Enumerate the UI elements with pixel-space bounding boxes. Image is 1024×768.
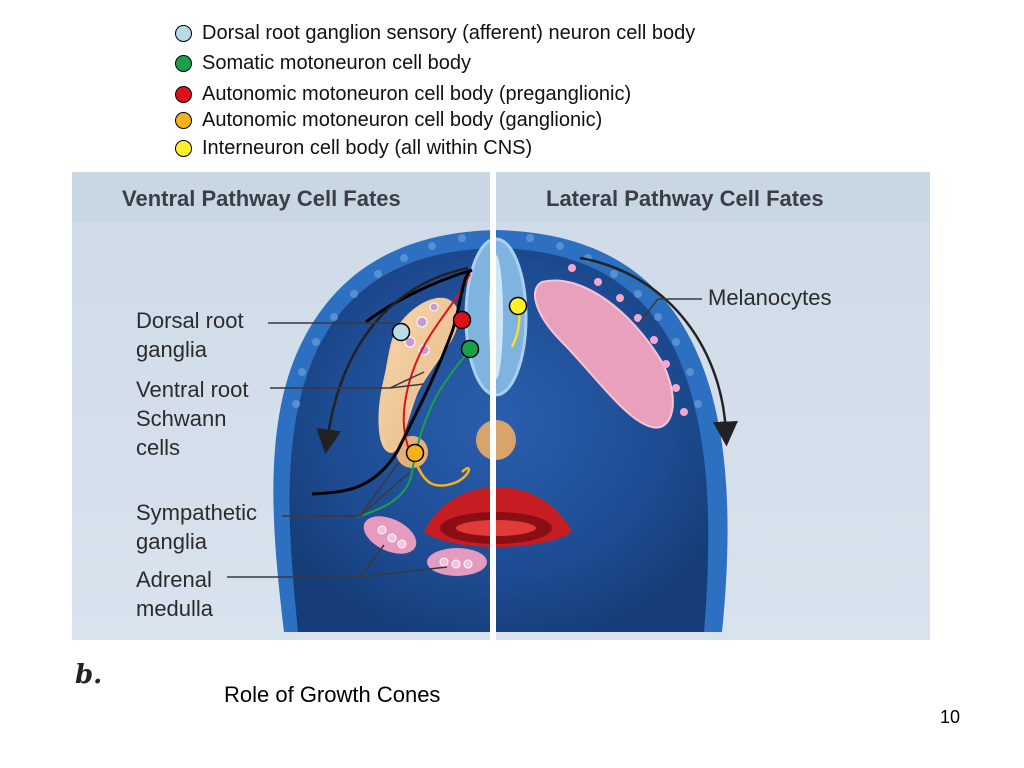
light-blue-dot-icon bbox=[175, 24, 192, 42]
ventral-panel-title: Ventral Pathway Cell Fates bbox=[122, 186, 401, 211]
label-text: Dorsal root ganglia bbox=[136, 308, 244, 362]
label-text: Adrenal medulla bbox=[136, 567, 214, 621]
ganglionic-neuron-cell-body bbox=[405, 443, 425, 463]
slide-caption: Role of Growth Cones bbox=[224, 682, 441, 707]
yellow-dot-icon bbox=[175, 139, 192, 157]
embryo-cross-section-illustration bbox=[72, 172, 930, 640]
adrenal-medulla-label: Adrenal medulla bbox=[136, 565, 213, 623]
neural-crest-pathway-figure: Ventral Pathway Cell Fates Lateral Pathw… bbox=[72, 172, 930, 640]
page-number: 10 bbox=[940, 707, 961, 727]
label-text: Sympathetic ganglia bbox=[136, 500, 258, 554]
melanocytes-label: Melanocytes bbox=[708, 285, 832, 310]
orange-dot-icon bbox=[175, 111, 192, 129]
sympathetic-ganglia-label: Sympathetic ganglia bbox=[136, 498, 257, 556]
preganglionic-neuron-cell-body bbox=[452, 310, 472, 330]
figure-letter: b. bbox=[75, 660, 103, 690]
legend-item-somatic: Somatic motoneuron cell body bbox=[175, 50, 471, 76]
sensory-neuron-cell-body bbox=[391, 322, 411, 342]
somatic-motoneuron-cell-body bbox=[460, 339, 480, 359]
lateral-header-bar bbox=[496, 172, 930, 222]
legend-label: Dorsal root ganglion sensory (afferent) … bbox=[202, 21, 696, 44]
ventral-header-bar bbox=[72, 172, 490, 222]
label-text: Ventral root Schwann cells bbox=[136, 377, 249, 460]
legend-item-preganglionic: Autonomic motoneuron cell body (pregangl… bbox=[175, 81, 631, 107]
lateral-migration-arrow bbox=[579, 256, 738, 447]
red-dot-icon bbox=[175, 85, 192, 103]
interneuron-cell-body bbox=[508, 296, 528, 316]
legend-label: Interneuron cell body (all within CNS) bbox=[202, 136, 533, 159]
ventral-root-schwann-label: Ventral root Schwann cells bbox=[136, 375, 249, 462]
dorsal-root-ganglia-label: Dorsal root ganglia bbox=[136, 306, 244, 364]
green-dot-icon bbox=[175, 54, 192, 72]
legend-label: Autonomic motoneuron cell body (ganglion… bbox=[202, 108, 603, 131]
melanocyte-region bbox=[533, 279, 674, 429]
legend-item-interneuron: Interneuron cell body (all within CNS) bbox=[175, 135, 532, 161]
legend-item-ganglionic: Autonomic motoneuron cell body (ganglion… bbox=[175, 107, 602, 133]
legend-label: Somatic motoneuron cell body bbox=[202, 51, 472, 74]
ventral-migration-arrow bbox=[316, 266, 469, 455]
cell-type-legend: Dorsal root ganglion sensory (afferent) … bbox=[175, 20, 795, 165]
lateral-panel-title: Lateral Pathway Cell Fates bbox=[546, 186, 824, 211]
legend-item-sensory: Dorsal root ganglion sensory (afferent) … bbox=[175, 20, 695, 46]
legend-label: Autonomic motoneuron cell body (pregangl… bbox=[202, 82, 632, 105]
